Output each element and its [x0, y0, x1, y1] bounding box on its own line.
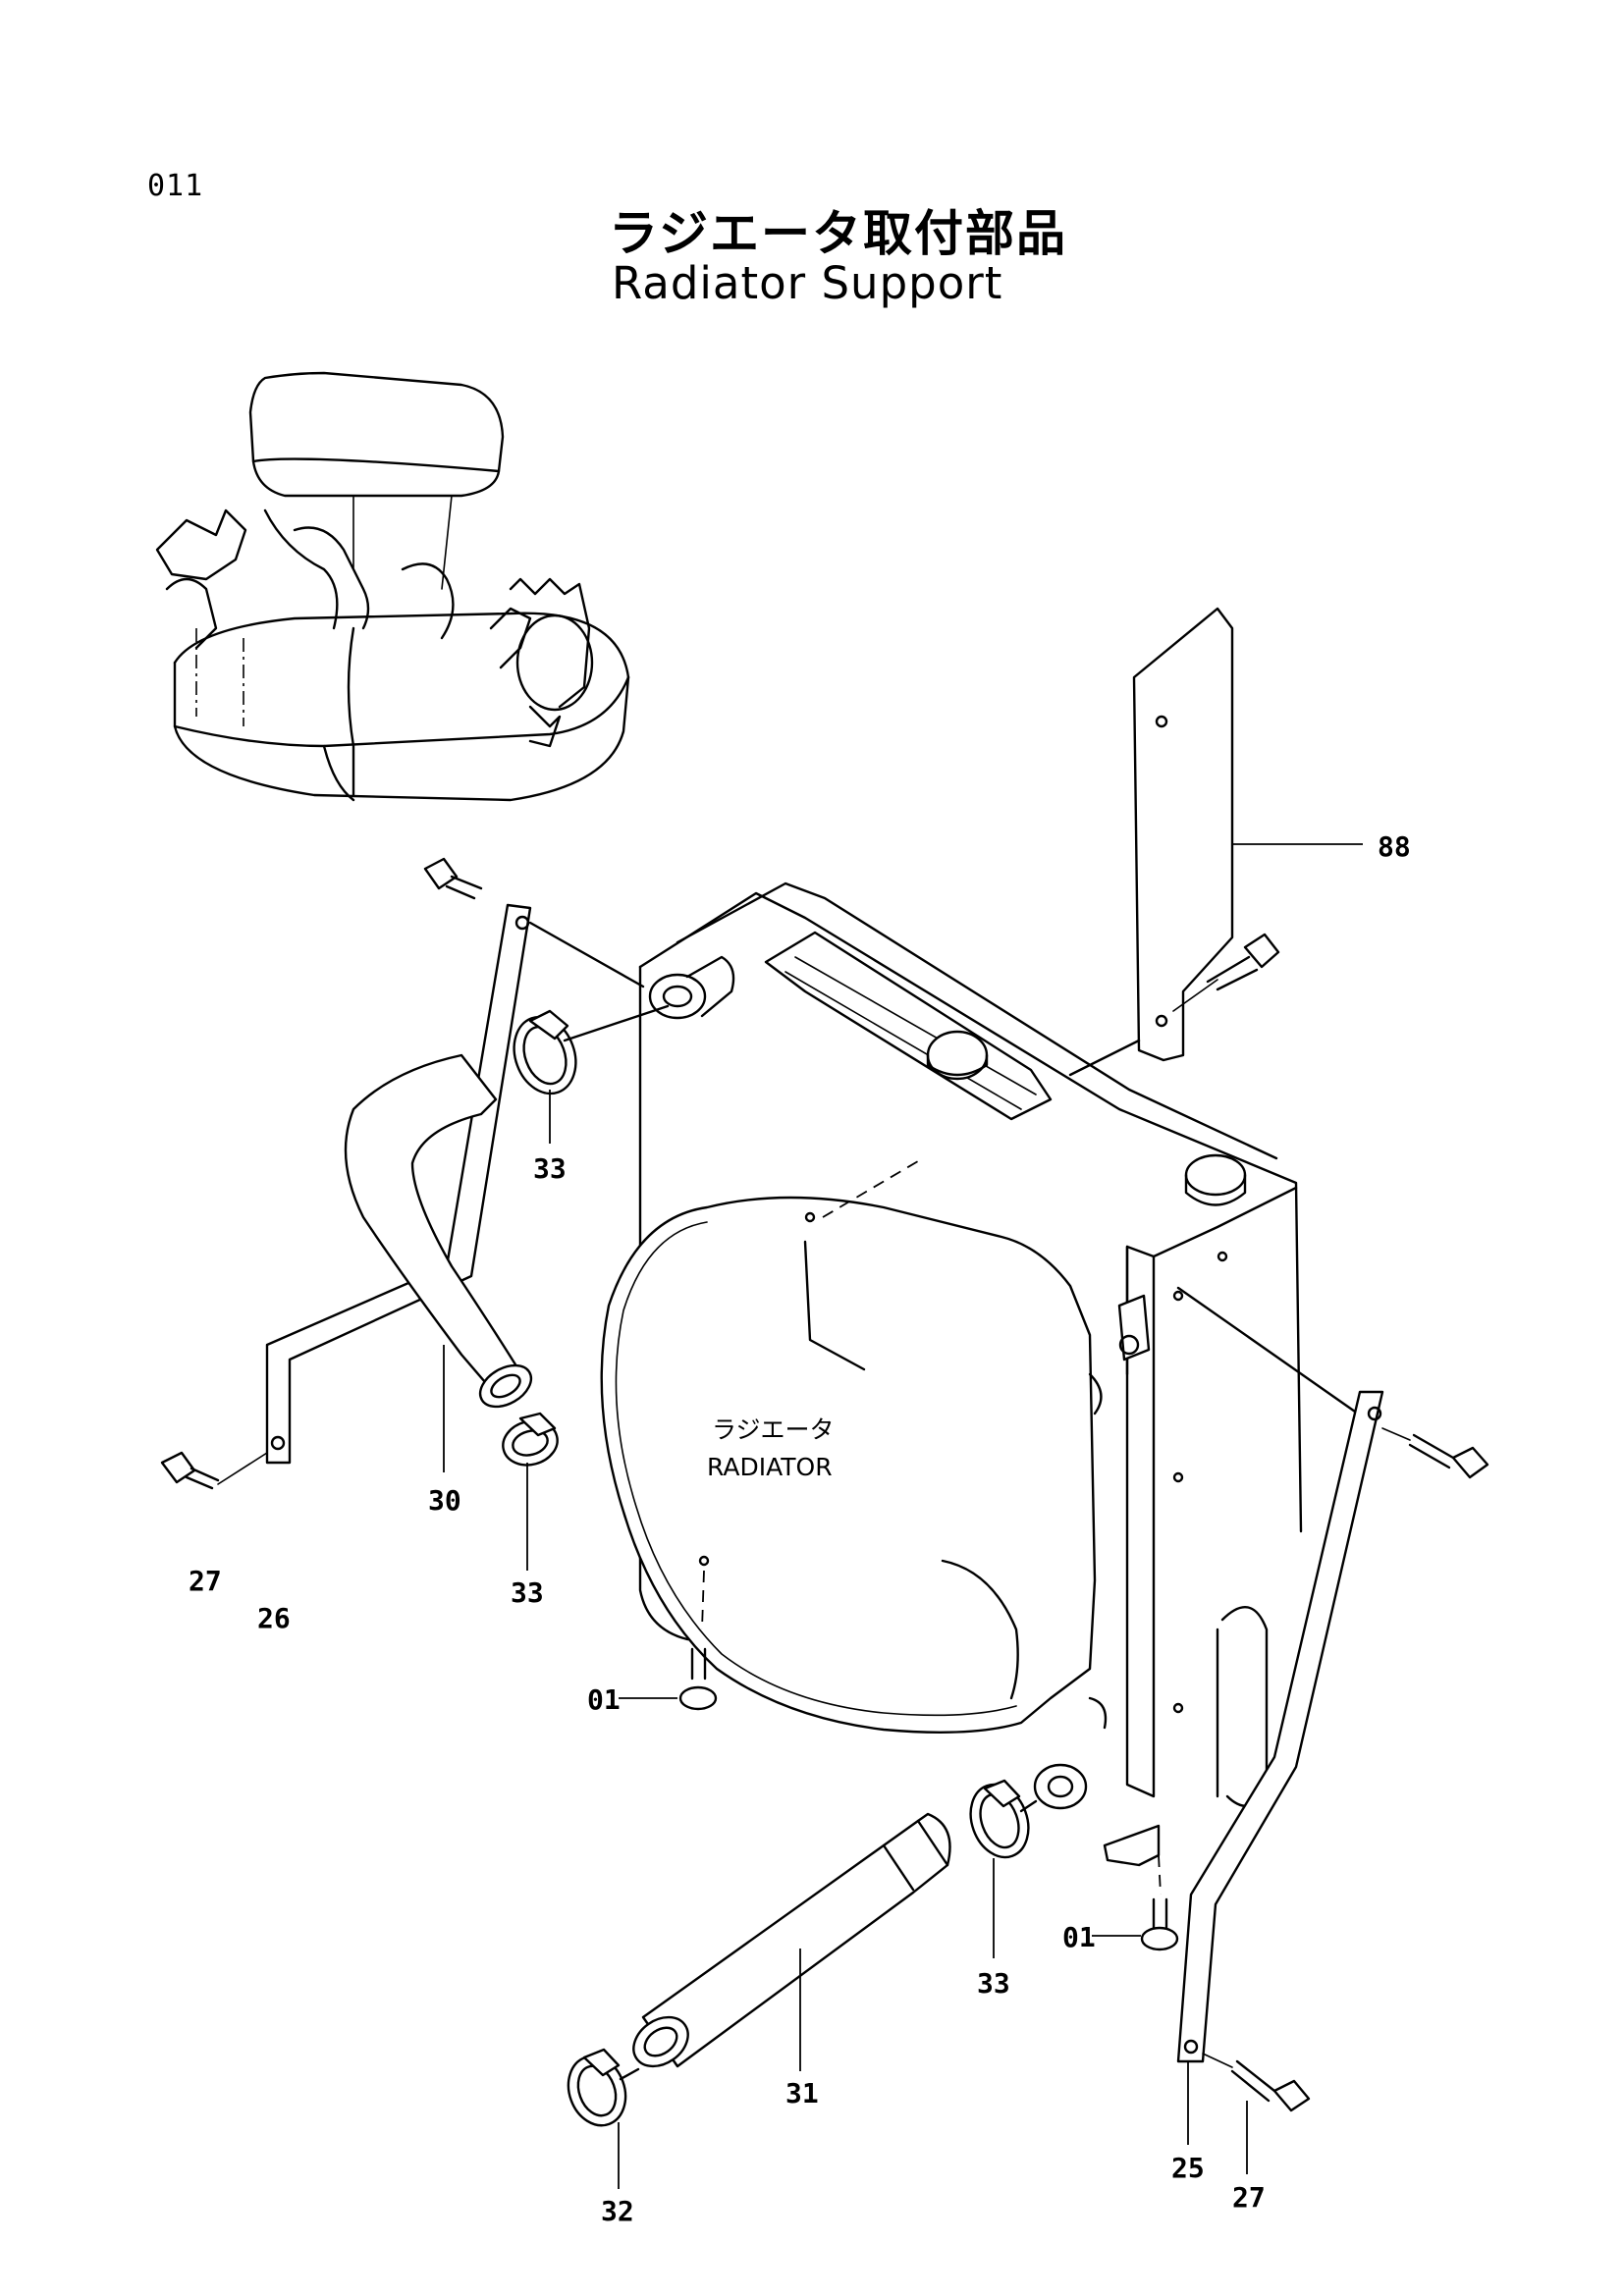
page-code: 011 — [147, 169, 204, 203]
callout-33-mid: 33 — [511, 1576, 544, 1609]
callout-33-lower: 33 — [977, 1967, 1010, 2000]
radiator-label-japanese: ラジエータ — [712, 1415, 835, 1444]
page-title-english: Radiator Support — [612, 257, 1003, 309]
callout-25: 25 — [1171, 2152, 1205, 2184]
part-01-bolt-upper — [619, 1647, 718, 1711]
callout-32: 32 — [601, 2195, 634, 2227]
callout-26: 26 — [257, 1602, 291, 1634]
page-title-japanese: ラジエータ取付部品 — [609, 205, 1067, 262]
part-25-stay-bar — [1176, 1286, 1489, 2174]
part-33-hose-clamp-upper — [513, 1004, 670, 1144]
callout-01-lower: 01 — [1062, 1921, 1096, 1953]
part-26-stay-bar — [160, 857, 645, 1490]
part-33-hose-clamp-lower — [969, 1779, 1038, 1958]
radiator-label-english: RADIATOR — [707, 1453, 833, 1481]
callout-27-left: 27 — [189, 1565, 222, 1597]
part-33-hose-clamp-mid — [502, 1412, 559, 1571]
part-31-lower-hose — [632, 1812, 951, 2071]
part-01-bolt-lower — [1092, 1897, 1179, 1951]
part-88-baffle-plate — [1068, 607, 1363, 1077]
radiator-body — [600, 881, 1303, 1896]
machine-overview-sketch — [155, 371, 630, 802]
part-32-hose-clamp-end — [567, 2048, 640, 2189]
callout-01-upper: 01 — [587, 1683, 621, 1716]
callout-27-right: 27 — [1232, 2181, 1266, 2214]
callout-30: 30 — [428, 1484, 461, 1517]
callout-31: 31 — [785, 2077, 819, 2109]
callout-33-upper: 33 — [533, 1152, 567, 1185]
callout-88: 88 — [1378, 830, 1411, 863]
part-30-upper-hose — [344, 1053, 533, 1472]
